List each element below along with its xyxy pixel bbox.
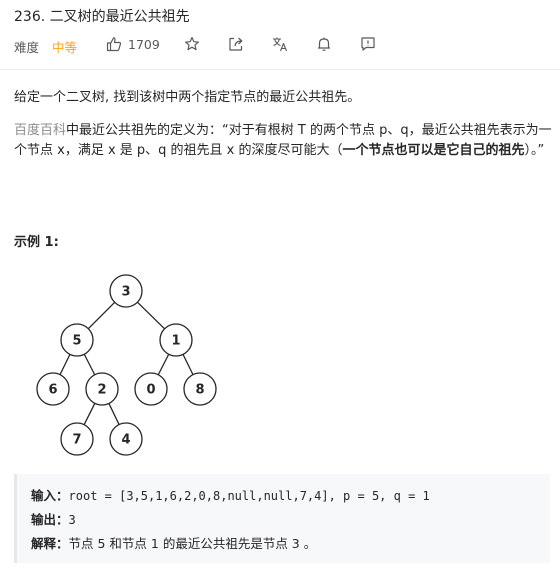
description-paragraph-1: 给定一个二叉树, 找到该树中两个指定节点的最近公共祖先。 [14, 90, 361, 105]
tree-node-2: 2 [85, 372, 119, 406]
tree-edge [157, 353, 170, 376]
problem-title: 236. 二叉树的最近公共祖先 [14, 9, 190, 25]
tree-node-label: 8 [195, 383, 204, 398]
explanation-value: 节点 5 和节点 1 的最近公共祖先是节点 3 。 [68, 536, 317, 551]
tree-edge [87, 301, 116, 330]
tree-node-label: 4 [121, 433, 130, 448]
input-value: root = [3,5,1,6,2,0,8,null,null,7,4], p … [68, 489, 430, 503]
translate-icon[interactable] [272, 36, 288, 52]
difficulty-badge: 中等 [52, 40, 78, 55]
tree-node-label: 2 [97, 383, 106, 398]
like-count: 1709 [128, 37, 160, 52]
feedback-icon[interactable] [360, 36, 376, 52]
tree-node-label: 5 [72, 334, 81, 349]
tree-edge [136, 301, 166, 330]
header-divider [0, 69, 560, 70]
problem-meta-bar: 难度 中等 1709 [14, 36, 554, 55]
tree-node-6: 6 [36, 372, 70, 406]
tree-node-5: 5 [60, 323, 94, 357]
difficulty-label: 难度 [14, 40, 40, 55]
tree-node-label: 6 [48, 383, 57, 398]
share-icon[interactable] [228, 36, 244, 52]
thumbs-up-icon[interactable] [106, 36, 122, 52]
tree-edge [83, 403, 96, 425]
tree-node-0: 0 [134, 372, 168, 406]
bell-icon[interactable] [316, 36, 332, 52]
definition-bold: 一个节点也可以是它自己的祖先 [342, 143, 525, 158]
output-value: 3 [68, 513, 76, 527]
star-icon[interactable] [184, 36, 200, 52]
tree-node-8: 8 [183, 372, 217, 406]
definition-end: ）。” [524, 143, 545, 158]
tree-node-3: 3 [109, 274, 143, 308]
description-paragraph-2: 百度百科中最近公共祖先的定义为：“对于有根树 T 的两个节点 p、q，最近公共祖… [14, 121, 559, 161]
output-label: 输出： [31, 512, 69, 527]
tree-node-label: 3 [121, 285, 130, 300]
tree-node-label: 1 [171, 334, 180, 349]
tree-node-1: 1 [159, 323, 193, 357]
tree-node-4: 4 [109, 422, 143, 456]
explanation-line: 解释：节点 5 和节点 1 的最近公共祖先是节点 3 。 [31, 532, 550, 555]
tree-edge [108, 403, 120, 425]
tree-edge [182, 354, 194, 375]
example-title: 示例 1: [14, 235, 59, 250]
tree-node-label: 7 [72, 433, 81, 448]
example-code-block: 输入：root = [3,5,1,6,2,0,8,null,null,7,4],… [14, 474, 550, 563]
tree-edge [59, 354, 71, 375]
tree-edge [83, 353, 96, 376]
input-line: 输入：root = [3,5,1,6,2,0,8,null,null,7,4],… [31, 484, 550, 508]
output-line: 输出：3 [31, 508, 550, 532]
definition-text: 中最近公共祖先的定义为：“对于有根树 T 的两个节点 p、q，最近公共祖先表示为… [14, 123, 552, 158]
tree-node-label: 0 [146, 383, 155, 398]
input-label: 输入： [31, 488, 69, 503]
baike-link[interactable]: 百度百科 [14, 123, 67, 138]
binary-tree-diagram: 3 5 1 6 2 0 8 7 4 [36, 274, 217, 456]
tree-node-7: 7 [60, 422, 94, 456]
explanation-label: 解释： [31, 536, 69, 551]
